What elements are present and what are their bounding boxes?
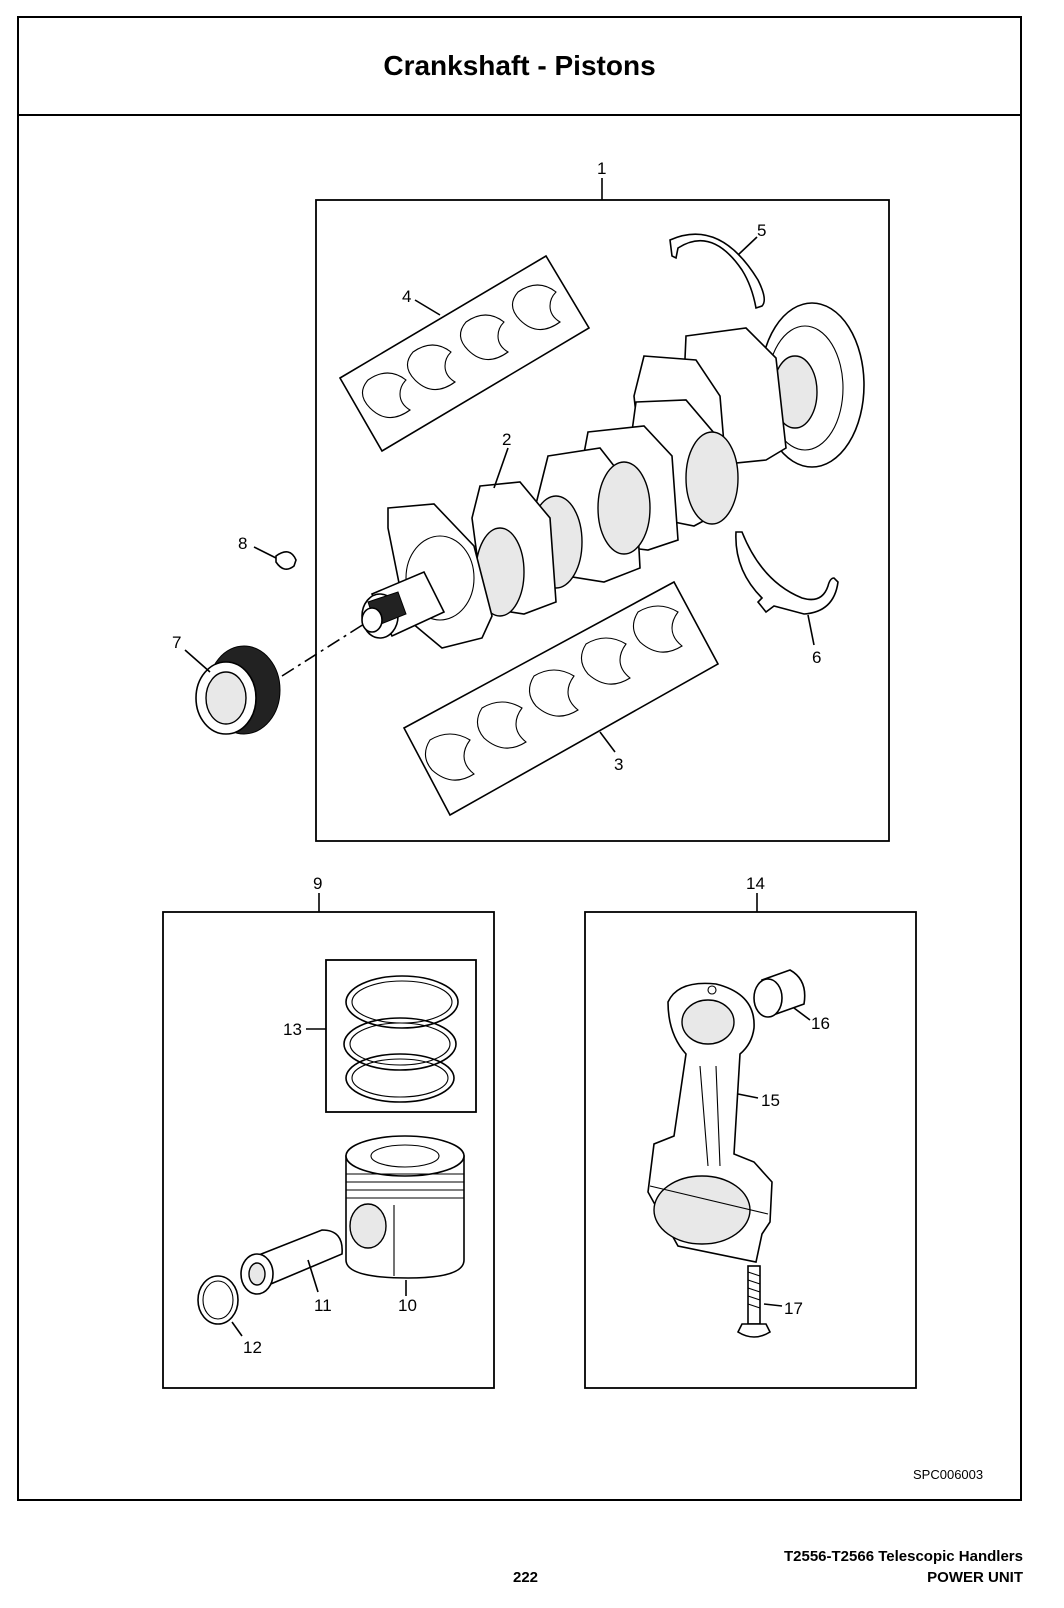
- page-frame: Crankshaft - Pistons: [17, 16, 1022, 1501]
- thrust-washer-lower: [735, 531, 839, 615]
- piston-pin: [240, 1229, 343, 1295]
- callout-1: 1: [597, 159, 606, 178]
- title-bar: Crankshaft - Pistons: [19, 18, 1020, 116]
- connecting-rod-kit-box: [584, 911, 917, 1389]
- leader-15: [737, 1093, 759, 1099]
- piston-kit-group: 9 13 10: [162, 874, 495, 1389]
- connecting-rod: [647, 982, 773, 1263]
- small-end-bushing: [753, 969, 806, 1018]
- connecting-rod-bolt: [736, 1265, 772, 1338]
- main-bearing-shells-upper: [338, 254, 591, 453]
- piston: [345, 1135, 465, 1279]
- leader-8: [253, 546, 277, 559]
- footer-section: POWER UNIT: [927, 1569, 1023, 1586]
- callout-14: 14: [746, 874, 765, 893]
- leader-7: [184, 649, 211, 673]
- callout-6: 6: [812, 648, 821, 667]
- piston-rings-box: [325, 959, 477, 1113]
- callout-3: 3: [614, 755, 623, 774]
- callout-7: 7: [172, 633, 181, 652]
- callout-2: 2: [502, 430, 511, 449]
- leader-16: [793, 1007, 811, 1021]
- callout-10: 10: [398, 1296, 417, 1315]
- callout-4: 4: [402, 287, 411, 306]
- crankshaft-gear: [195, 645, 281, 735]
- thrust-washer-upper: [669, 233, 766, 310]
- connecting-rod-kit-group: 14 16 15 17: [584, 874, 917, 1389]
- callout-15: 15: [761, 1091, 780, 1110]
- main-bearing-shells-lower: [402, 580, 720, 817]
- callout-17: 17: [784, 1299, 803, 1318]
- callout-5: 5: [757, 221, 766, 240]
- leader-4: [414, 299, 441, 316]
- leader-6: [807, 614, 815, 646]
- leader-5: [737, 236, 758, 256]
- woodruff-key: [275, 551, 297, 570]
- piston-kit-box: [162, 911, 495, 1389]
- callout-11: 11: [314, 1296, 332, 1315]
- snap-ring: [197, 1275, 239, 1325]
- crankshaft-kit-group: 1 4 5: [315, 159, 890, 842]
- footer-page-number: 222: [513, 1569, 539, 1586]
- leader-3: [599, 731, 616, 753]
- leader-11: [307, 1259, 319, 1293]
- callout-12: 12: [243, 1338, 262, 1357]
- piston-rings: [343, 975, 459, 1103]
- crankshaft: [361, 302, 865, 649]
- callout-8: 8: [238, 534, 247, 553]
- leader-2: [493, 447, 509, 489]
- callout-13: 13: [283, 1020, 302, 1039]
- page-title: Crankshaft - Pistons: [383, 50, 656, 81]
- leader-17: [763, 1303, 783, 1307]
- callout-9: 9: [313, 874, 322, 893]
- leader-12: [231, 1321, 243, 1337]
- footer-model: T2556-T2566 Telescopic Handlers: [783, 1548, 1023, 1565]
- callout-16: 16: [811, 1014, 830, 1033]
- alignment-line: [281, 623, 365, 677]
- reference-code: SPC006003: [913, 1467, 984, 1482]
